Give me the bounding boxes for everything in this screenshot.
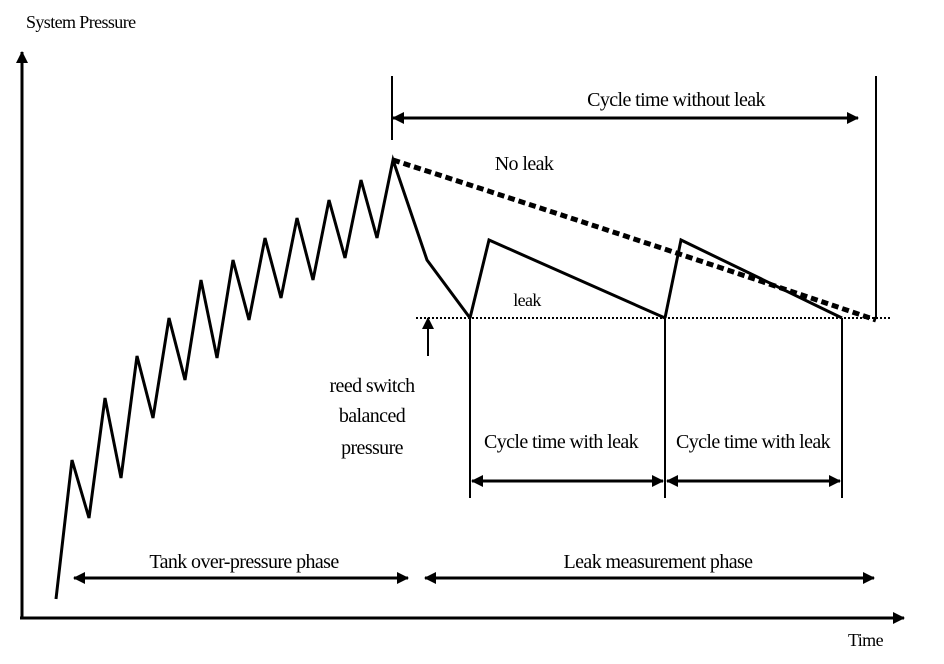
leak-phase-label: Leak measurement phase — [564, 551, 754, 573]
cycle-without-leak-label: Cycle time without leak — [587, 89, 765, 111]
tank-phase-label: Tank over-pressure phase — [149, 551, 339, 573]
no-leak-label: No leak — [495, 153, 554, 175]
reed-switch-label-line-2: balanced — [339, 405, 406, 427]
no-leak-decay-curve — [392, 157, 877, 323]
cycle-with-leak-1-label: Cycle time with leak — [484, 431, 639, 453]
x-axis-title: Time — [848, 630, 884, 650]
reed-switch-label-line-3: pressure — [341, 437, 404, 459]
tank-pressure-sawtooth — [54, 154, 472, 600]
reed-switch-label-line-1: reed switch — [329, 375, 415, 397]
leak-cycle-2 — [663, 237, 843, 320]
leak-cycle-1 — [468, 237, 666, 320]
y-axis-title: System Pressure — [26, 12, 136, 32]
cycle-with-leak-2-label: Cycle time with leak — [676, 431, 831, 453]
leak-label: leak — [513, 290, 541, 310]
